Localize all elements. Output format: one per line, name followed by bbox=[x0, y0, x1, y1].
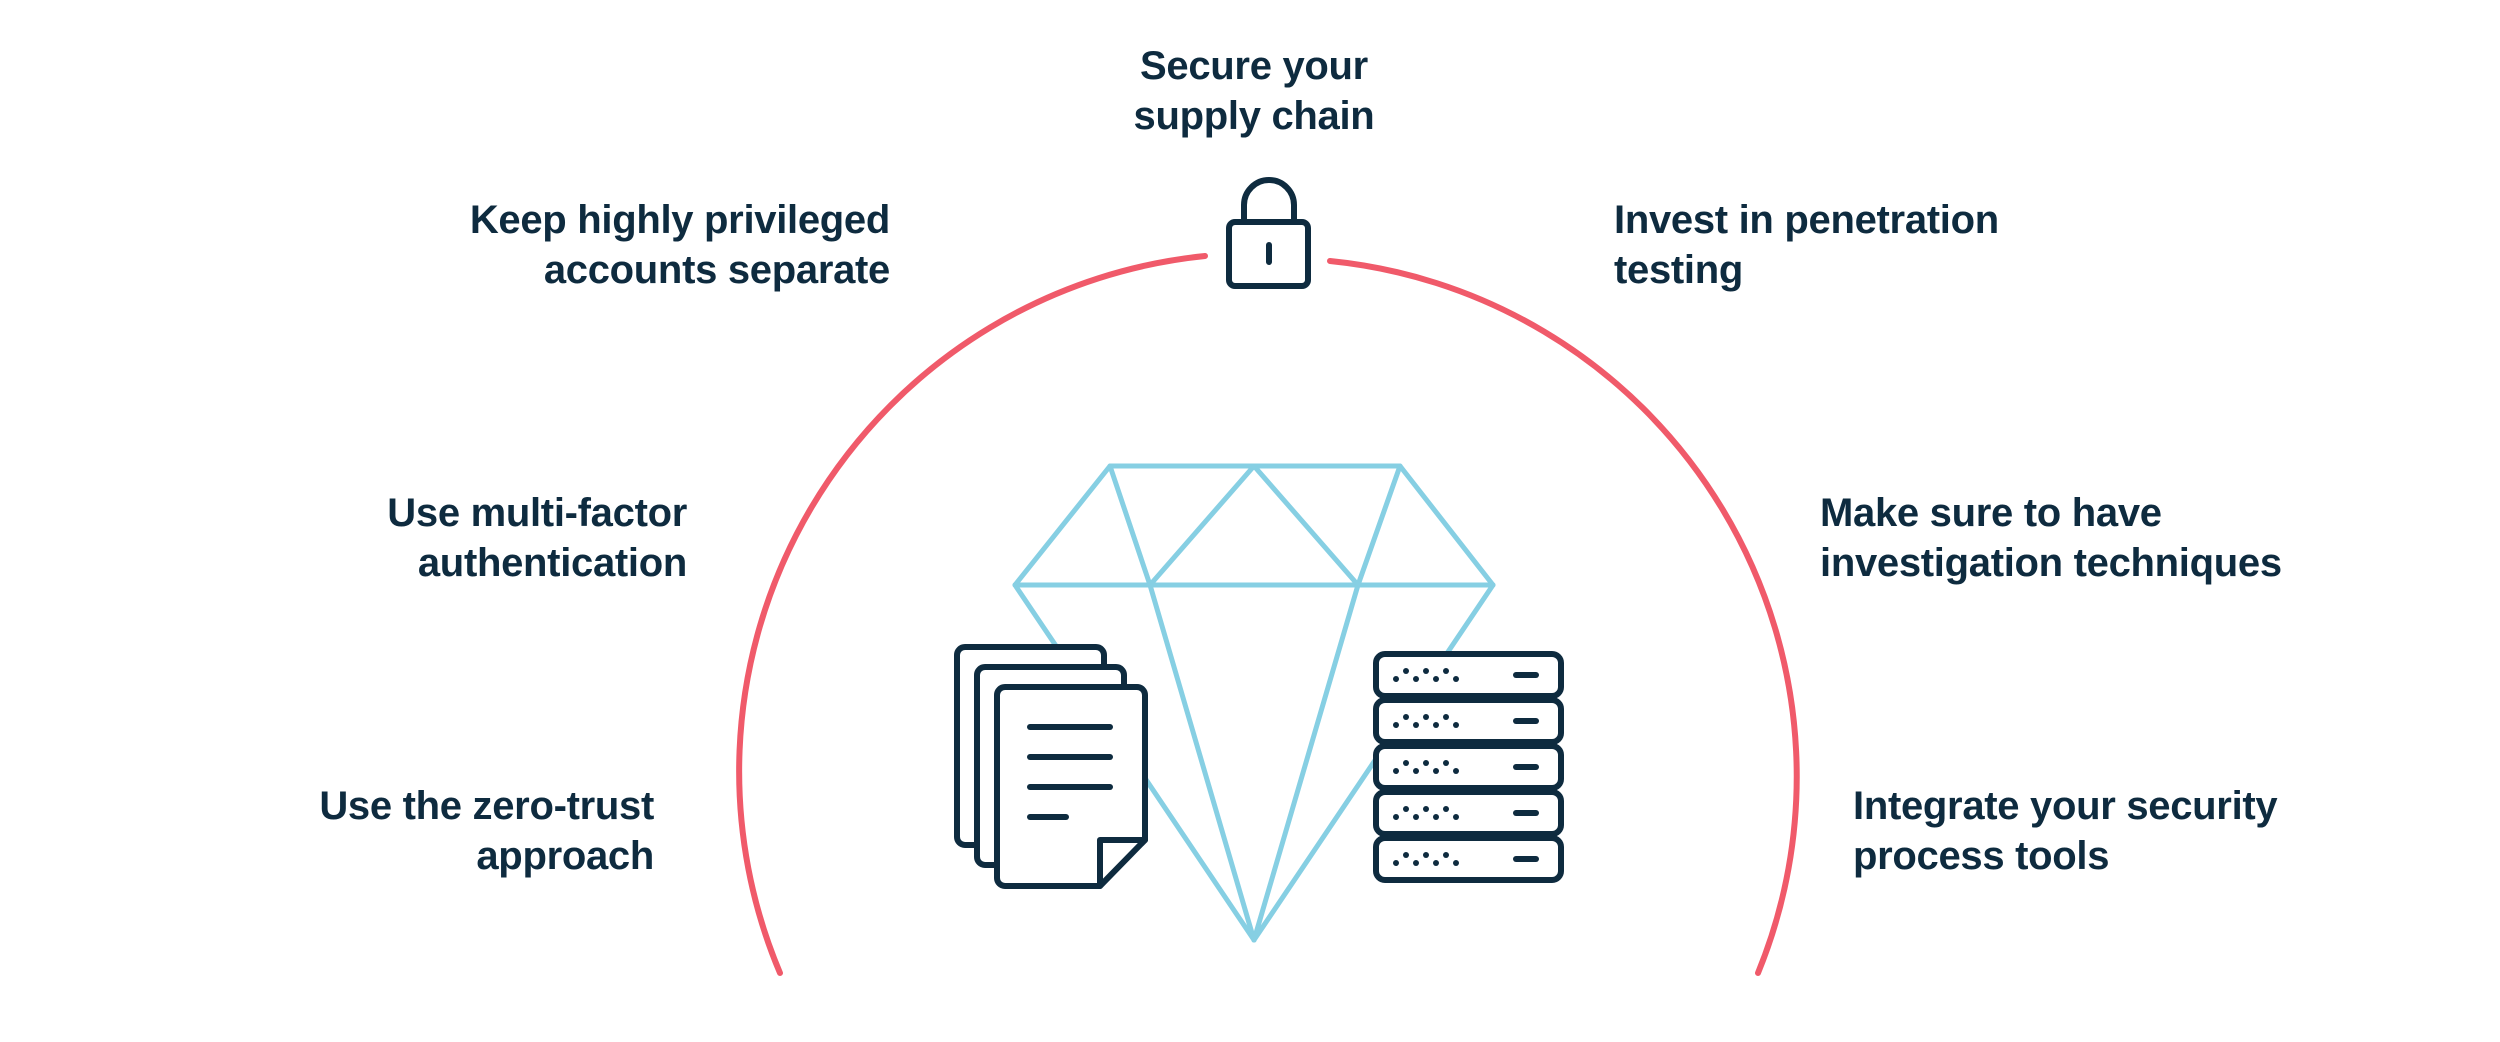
label-line: Invest in penetration bbox=[1614, 198, 1999, 242]
label-line: investigation techniques bbox=[1820, 541, 2282, 585]
label-line: testing bbox=[1614, 248, 1744, 292]
label-line: approach bbox=[476, 834, 654, 878]
server-unit bbox=[1373, 789, 1564, 837]
label-line: Use multi-factor bbox=[387, 491, 687, 535]
label-line: authentication bbox=[417, 541, 687, 585]
server-unit bbox=[1373, 651, 1564, 699]
label-secure-supply-chain: Secure your supply chain bbox=[1054, 41, 1454, 141]
label-investigation-techniques: Make sure to have investigation techniqu… bbox=[1820, 488, 2380, 588]
padlock-icon bbox=[1226, 177, 1311, 289]
server-stack-icon bbox=[1373, 651, 1564, 883]
arc-left bbox=[736, 253, 1208, 976]
label-line: accounts separate bbox=[543, 248, 890, 292]
label-security-process-tools: Integrate your security process tools bbox=[1853, 781, 2393, 881]
label-line: supply chain bbox=[1133, 94, 1375, 138]
documents-icon bbox=[954, 644, 1148, 889]
label-line: Use the zero-trust bbox=[319, 784, 654, 828]
arc-right bbox=[1327, 258, 1800, 976]
label-zero-trust: Use the zero-trust approach bbox=[254, 781, 654, 881]
label-line: process tools bbox=[1853, 834, 2110, 878]
label-line: Keep highly privileged bbox=[469, 198, 890, 242]
server-unit bbox=[1373, 697, 1564, 745]
server-unit bbox=[1373, 835, 1564, 883]
label-line: Make sure to have bbox=[1820, 491, 2162, 535]
label-privileged-accounts: Keep highly privileged accounts separate bbox=[390, 195, 890, 295]
diamond-icon bbox=[1012, 463, 1496, 943]
server-unit bbox=[1373, 743, 1564, 791]
label-multi-factor: Use multi-factor authentication bbox=[287, 488, 687, 588]
label-line: Integrate your security bbox=[1853, 784, 2278, 828]
label-penetration-testing: Invest in penetration testing bbox=[1614, 195, 2114, 295]
label-line: Secure your bbox=[1140, 44, 1368, 88]
